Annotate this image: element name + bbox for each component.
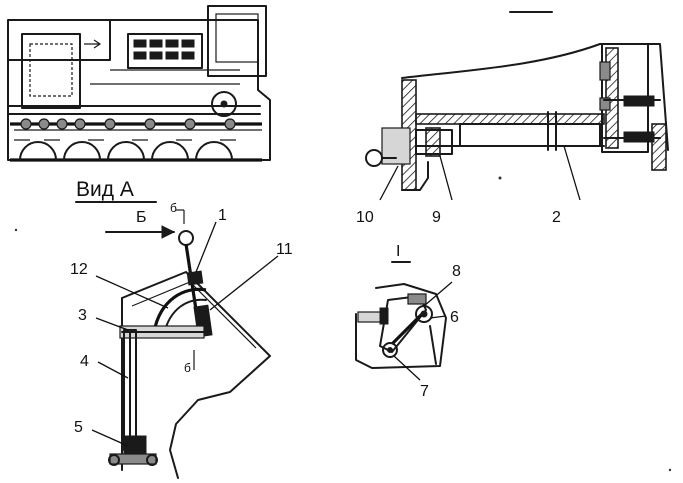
label-2: 2	[552, 209, 561, 226]
label-7: 7	[420, 383, 429, 400]
linkage-view-a: Б б б	[70, 201, 293, 479]
label-6: 6	[450, 309, 459, 326]
detail-i-view: I 8 6 7	[355, 243, 461, 400]
right-flange	[651, 123, 667, 171]
section-mark-top: б	[170, 201, 177, 215]
shaft-section-view: 10 9 2	[356, 11, 669, 226]
label-10: 10	[356, 209, 374, 226]
label-1: 1	[218, 207, 227, 224]
label-11: 11	[276, 241, 293, 258]
label-5: 5	[74, 419, 83, 436]
label-9: 9	[432, 209, 441, 226]
view-letter: Б	[136, 209, 147, 226]
tractor-side-view	[7, 5, 271, 162]
section-label: I	[396, 243, 400, 260]
label-12: 12	[70, 261, 88, 278]
label-4: 4	[80, 353, 89, 370]
cab	[207, 5, 267, 77]
shaft-tube-top	[415, 113, 605, 125]
label-3: 3	[78, 307, 87, 324]
label-8: 8	[452, 263, 461, 280]
engine-block	[21, 33, 81, 109]
grille	[127, 33, 203, 69]
section-mark-bottom: б	[184, 361, 191, 375]
view-title: Вид А	[76, 178, 134, 201]
